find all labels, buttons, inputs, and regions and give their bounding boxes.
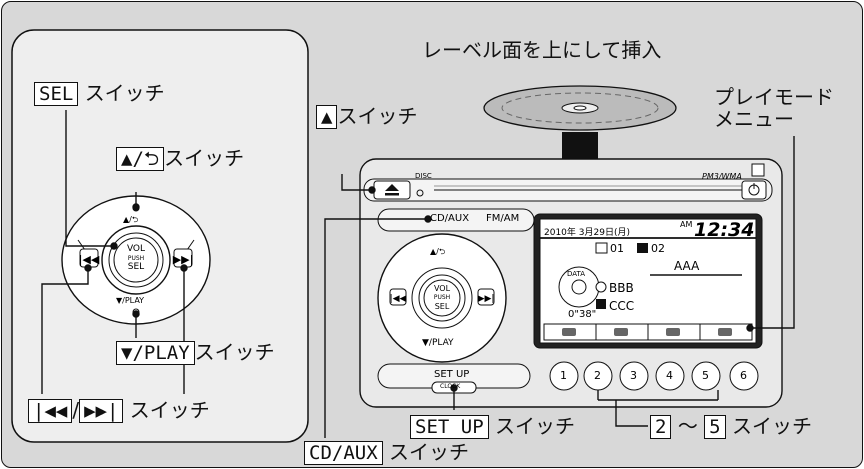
setup-switch-text: スイッチ: [495, 414, 575, 438]
play-mode-line1: プレイモード: [714, 85, 834, 109]
setup-key-label: SET UP: [410, 415, 489, 439]
preset-4-button: [655, 361, 685, 391]
preset-3-label[interactable]: 3: [630, 369, 637, 382]
callout-knob: |◀◀ ▶▶|: [61, 195, 211, 325]
screen-data-badge: DATA: [567, 270, 586, 278]
preset-to-label: 5: [704, 415, 726, 439]
skip-fwd-key-label: ▶▶|: [79, 399, 124, 423]
disc-label: DISC: [415, 172, 432, 180]
svg-text:|◀◀: |◀◀: [79, 253, 100, 266]
back-switch-text: スイッチ: [164, 146, 245, 170]
callout-knob-sel: SEL: [127, 262, 145, 272]
knob-top-label: ▲/⮌: [430, 247, 446, 256]
callout-knob-top-label: ▲/⮌: [123, 215, 139, 224]
screen-album: CCC: [609, 299, 635, 313]
callout-knob-center: VOL PUSH SEL: [124, 245, 148, 272]
skip-back-key-label: |◀◀: [28, 399, 73, 423]
knob-push: PUSH: [433, 294, 451, 301]
screen-artist: BBB: [609, 281, 634, 295]
preset-5-button: [691, 361, 721, 391]
cd-aux-switch-text: スイッチ: [389, 440, 469, 464]
setup-switch-callout: SET UP スイッチ: [410, 414, 575, 439]
svg-text:▶▶|: ▶▶|: [478, 294, 495, 304]
cd-disc-icon: [483, 85, 677, 131]
sel-switch-text: スイッチ: [84, 81, 165, 105]
screen-folder: 01: [610, 242, 624, 255]
callout-knob-bottom-label: ▼/PLAY: [116, 296, 145, 305]
cd-aux-key-label: CD/AUX: [304, 441, 383, 465]
insert-instruction-title: レーベル面を上にして挿入: [422, 38, 662, 62]
preset-tilde: ～: [677, 414, 698, 438]
preset-switch-text: スイッチ: [731, 414, 812, 438]
preset-6-button: [729, 361, 759, 391]
preset-5-label[interactable]: 5: [702, 369, 709, 382]
svg-text:|◀◀: |◀◀: [390, 294, 407, 304]
screen-date: 2010年 3月29日(月): [544, 228, 630, 238]
screen-time: 12:34: [694, 219, 755, 241]
preset-3-button: [619, 361, 649, 391]
knob-sel: SEL: [434, 302, 450, 311]
eject-switch-callout: ▲スイッチ: [316, 104, 417, 129]
preset-from-label: 2: [650, 415, 672, 439]
skip-slash: /: [72, 398, 80, 422]
sel-switch-callout: SEL スイッチ: [34, 81, 165, 106]
knob-center[interactable]: VOL PUSH SEL: [430, 284, 454, 311]
skip-switch-callout: |◀◀/▶▶| スイッチ: [28, 398, 210, 423]
format-label: PM3/WMA: [702, 172, 742, 181]
screen-ampm: AM: [680, 220, 693, 229]
setup-button[interactable]: SET UP: [434, 369, 470, 380]
preset-1-button: [549, 361, 579, 391]
cd-aux-button[interactable]: CD/AUX: [430, 213, 470, 224]
leader-lines: [41, 110, 795, 438]
eject-key-label: ▲: [316, 105, 338, 129]
cd-aux-switch-callout: CD/AUX スイッチ: [304, 440, 469, 465]
sel-key-label: SEL: [34, 82, 79, 106]
power-button: [741, 180, 767, 200]
callout-knob-push: PUSH: [127, 255, 145, 262]
svg-text:▶▶|: ▶▶|: [173, 253, 194, 266]
preset-6-label[interactable]: 6: [740, 369, 747, 382]
audio-unit: |◀◀ ▶▶|: [359, 158, 783, 408]
eject-switch-text: スイッチ: [337, 104, 418, 128]
knob-vol: VOL: [433, 284, 451, 293]
play-mode-menu-callout: プレイモード メニュー: [714, 86, 834, 130]
clock-label: CLOCK: [440, 383, 461, 390]
screen-track: 02: [651, 242, 665, 255]
preset-4-label[interactable]: 4: [666, 369, 673, 382]
preset-2-label[interactable]: 2: [594, 369, 601, 382]
preset-1-label[interactable]: 1: [560, 369, 567, 382]
back-key-label: ▲/⮌: [116, 147, 165, 171]
fm-am-button[interactable]: FM/AM: [486, 213, 520, 224]
screen-song-title: AAA: [674, 259, 700, 273]
disc-logo-icon: [751, 163, 765, 177]
knob-bottom-label: ▼/PLAY: [422, 338, 454, 348]
callout-knob-vol: VOL: [126, 244, 146, 254]
play-key-label: ▼/PLAY: [116, 341, 195, 365]
preset-switch-callout: 2 ～ 5 スイッチ: [650, 414, 812, 439]
back-switch-callout: ▲/⮌スイッチ: [116, 146, 244, 171]
screen-elapsed: 0"38": [568, 309, 597, 320]
skip-switch-text: スイッチ: [129, 398, 210, 422]
play-switch-text: スイッチ: [194, 340, 275, 364]
play-mode-line2: メニュー: [714, 107, 794, 131]
